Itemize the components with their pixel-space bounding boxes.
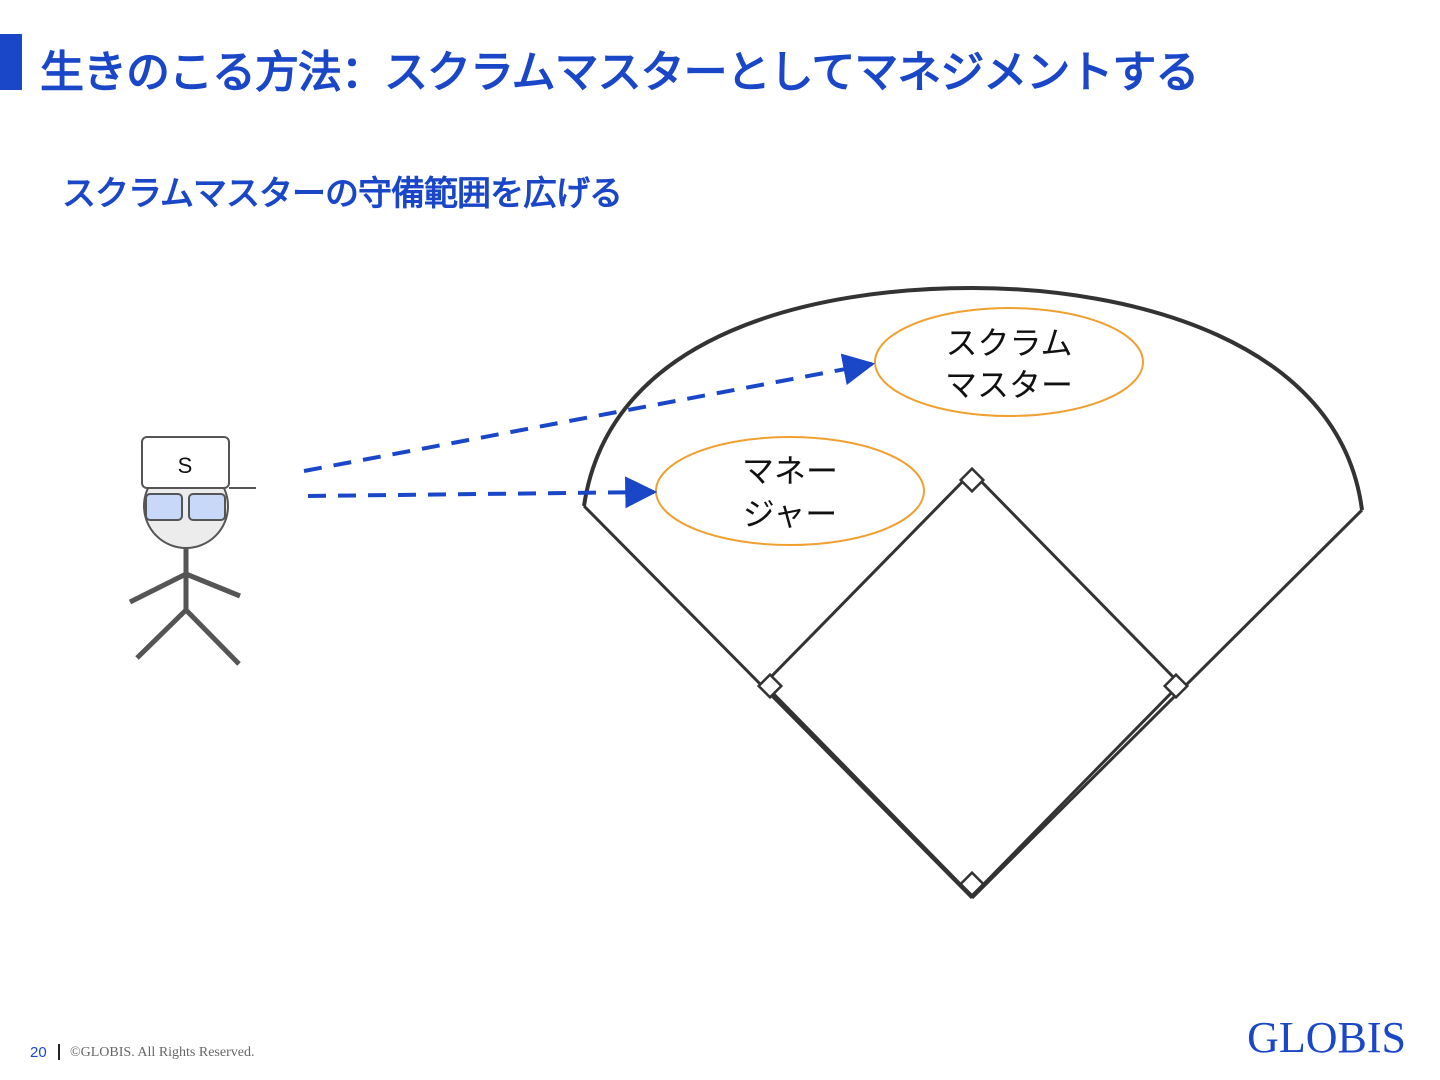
footer: 20 ©GLOBIS. All Rights Reserved.	[0, 1040, 600, 1068]
title-accent-bar	[0, 34, 22, 90]
scrum-master-label-line2: マスター	[945, 366, 1073, 404]
arrow-to-manager	[307, 476, 658, 509]
glasses-left	[145, 493, 183, 521]
slide-subtitle: スクラムマスターの守備範囲を広げる	[62, 174, 623, 214]
third-base	[756, 672, 784, 700]
figure-cap	[141, 436, 230, 489]
foul-line-left	[582, 504, 974, 900]
slide-title: 生きのこる方法：スクラムマスターとしてマネジメントする	[40, 47, 1199, 98]
cap-letter: S	[178, 453, 193, 478]
figure-arm-left	[128, 571, 188, 605]
scrum-master-label-line1: スクラム	[945, 324, 1072, 362]
first-base	[1162, 672, 1190, 700]
page-number: 20	[30, 1044, 47, 1061]
figure-leg-right	[184, 608, 241, 666]
figure-leg-left	[135, 608, 188, 660]
glasses-right	[188, 493, 226, 521]
globis-logo: GLOBIS	[1247, 1013, 1406, 1062]
manager-label-line1: マネー	[742, 452, 838, 490]
stick-figure: S	[128, 436, 256, 666]
copyright-text: ©GLOBIS. All Rights Reserved.	[70, 1045, 255, 1060]
foul-line-right	[970, 508, 1364, 900]
arrow-to-scrum-master	[303, 353, 876, 473]
footer-separator	[58, 1044, 60, 1060]
second-base	[958, 466, 986, 494]
home-plate	[958, 870, 986, 898]
figure-arm-right	[185, 571, 241, 599]
manager-label-line2: ジャー	[743, 495, 837, 533]
outfield-fence	[582, 285, 1364, 511]
